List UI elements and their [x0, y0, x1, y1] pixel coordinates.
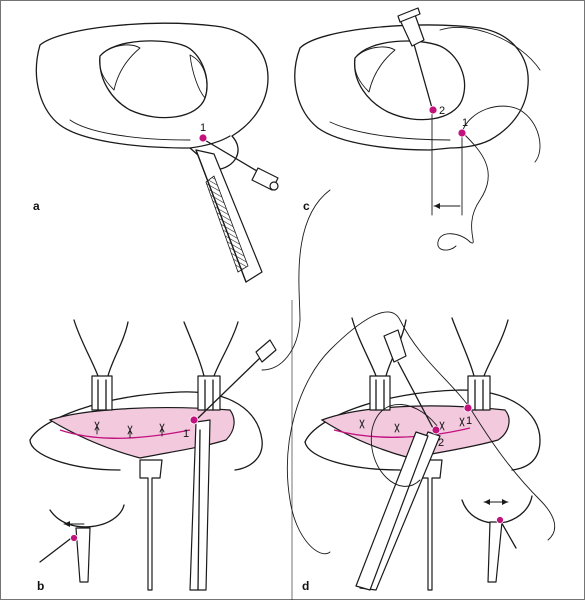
suture-point-d-1: [463, 403, 473, 413]
needle-holder-b: [189, 419, 211, 591]
panel-c: 2 1 c: [294, 7, 541, 251]
needle-d: [383, 329, 435, 431]
wound-b: [48, 407, 235, 459]
forceps-a: [195, 149, 263, 283]
panel-d: 1 2 d: [286, 311, 556, 593]
point-label-a-1: 1: [200, 122, 206, 134]
suture-point-c-1: [457, 128, 467, 138]
suture-point-a-1: [198, 133, 208, 143]
inset-point-b: [70, 534, 78, 542]
suture-point-b-1: [189, 415, 199, 425]
point-label-c-2: 2: [439, 105, 445, 117]
point-label-c-1: 1: [462, 117, 468, 129]
suture-thread-c: [437, 105, 541, 251]
suture-stitches-b: [94, 421, 165, 439]
point-label-b-1: 1: [183, 428, 189, 440]
panel-label-c: c: [303, 199, 310, 213]
retractor-b-right: [183, 321, 239, 411]
suture-point-c-2: [428, 105, 438, 115]
panel-label-d: d: [302, 579, 309, 593]
retractor-d-right: [451, 317, 509, 411]
needle-c: [397, 7, 433, 109]
suture-stitches-d: [359, 417, 465, 433]
suture-point-d-2: [431, 425, 441, 435]
panel-b: 1 b: [29, 319, 277, 593]
panel-a: 1 a: [33, 22, 279, 283]
needle-holder-d: [355, 431, 441, 591]
inset-d: [461, 495, 533, 583]
long-suture-thread: [261, 189, 331, 371]
suture-thread-d: [286, 311, 556, 555]
panel-label-b: b: [37, 579, 44, 593]
retractor-b-left: [73, 319, 129, 411]
concha-a: [99, 40, 208, 119]
ear-outline-a: [35, 22, 269, 171]
measure-c: [431, 111, 463, 216]
inset-point-d: [496, 516, 504, 524]
panel-label-a: a: [33, 199, 40, 213]
retractor-d-bottom: [419, 459, 443, 591]
needle-a: [202, 138, 279, 191]
point-label-d-1: 1: [466, 415, 472, 427]
concha-c: [354, 40, 466, 121]
point-label-d-2: 2: [438, 437, 444, 449]
retractor-d-left: [351, 317, 407, 411]
retractor-b-bottom: [139, 459, 163, 591]
needle-b: [195, 339, 277, 421]
inset-b: [39, 504, 125, 583]
